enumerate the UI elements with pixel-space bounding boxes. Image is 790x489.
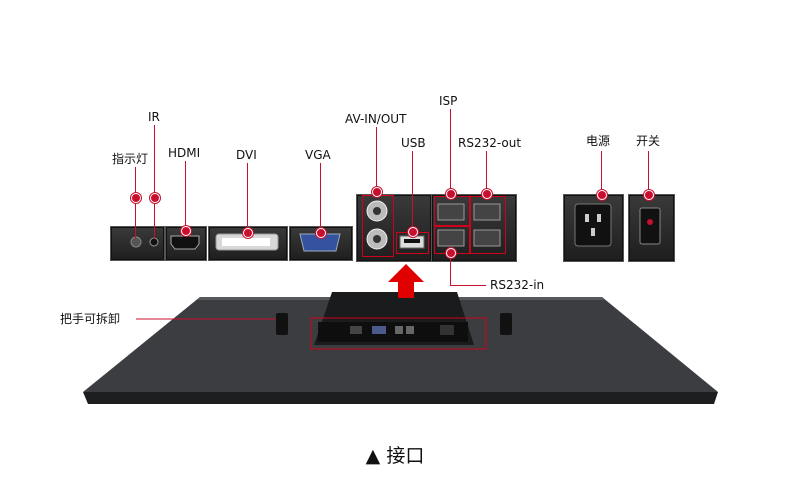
dot-isp [446, 189, 456, 199]
dot-ir [150, 193, 160, 203]
isp-highlight-box [434, 196, 470, 226]
hdmi-port [170, 235, 200, 250]
interface-highlight-box [310, 317, 487, 350]
vga-port [299, 233, 341, 252]
leader-rs232-out [486, 151, 487, 195]
av-highlight-box [362, 195, 394, 257]
label-power: 电源 [586, 134, 611, 148]
leader-av [376, 127, 377, 193]
leader-indicator [135, 167, 136, 239]
label-hdmi: HDMI [168, 146, 201, 160]
dot-rs232-out [482, 189, 492, 199]
dot-hdmi [181, 226, 191, 236]
dot-av [372, 187, 382, 197]
label-switch: 开关 [636, 134, 661, 148]
label-rs232-out: RS232-out [458, 136, 522, 150]
label-usb: USB [401, 136, 426, 150]
label-isp: ISP [439, 94, 458, 108]
power-socket [574, 203, 612, 247]
indicator-led [130, 236, 142, 248]
dot-vga [316, 228, 326, 238]
label-av-in-out: AV-IN/OUT [345, 112, 407, 126]
leader-ir [154, 125, 155, 239]
dot-rs232-in [446, 248, 456, 258]
label-dvi: DVI [236, 148, 257, 162]
dot-switch [644, 190, 654, 200]
label-handle: 把手可拆卸 [60, 312, 121, 326]
leader-isp [450, 109, 451, 195]
label-indicator: 指示灯 [112, 152, 149, 166]
rs232-out-highlight-box [470, 196, 506, 254]
label-ir: IR [148, 110, 160, 124]
label-vga: VGA [305, 148, 331, 162]
isp-port [437, 203, 465, 221]
handle-right [500, 313, 512, 335]
leader-rs232-in-h [450, 285, 486, 286]
caption-marker: ▲ [365, 445, 381, 467]
dot-usb [408, 227, 418, 237]
rs232-in-port [437, 229, 465, 247]
leader-dvi [247, 163, 248, 235]
rs232-out-port-2 [473, 229, 501, 247]
caption: ▲ 接口 [0, 441, 790, 468]
monitor-edge [83, 392, 718, 404]
rs232-out-port-1 [473, 203, 501, 221]
ir-receiver [149, 237, 159, 247]
rocker-switch [639, 207, 661, 245]
leader-usb [412, 151, 413, 233]
leader-rs232-in-v [450, 252, 451, 285]
dot-power [597, 190, 607, 200]
dot-dvi [243, 228, 253, 238]
caption-text: 接口 [386, 445, 425, 467]
label-rs232-in: RS232-in [490, 278, 545, 292]
leader-hdmi [185, 161, 186, 237]
handle-left [276, 313, 288, 335]
up-arrow [388, 264, 424, 298]
leader-vga [320, 163, 321, 235]
leader-power [601, 151, 602, 195]
dot-indicator [131, 193, 141, 203]
leader-switch [648, 151, 649, 195]
